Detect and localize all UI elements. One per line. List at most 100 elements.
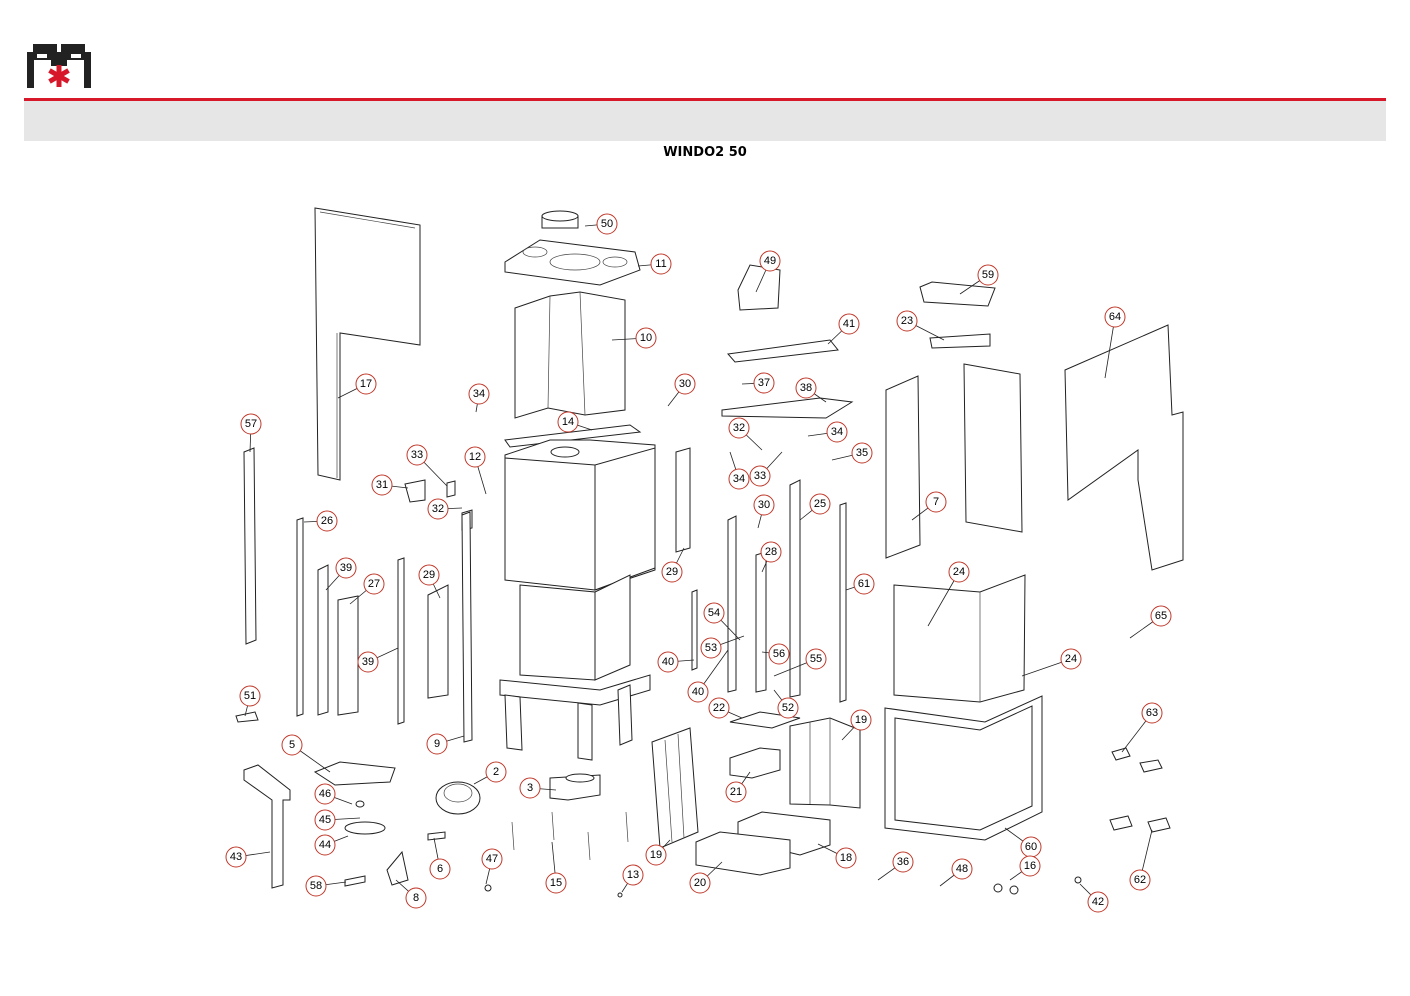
- callout-label: 5: [289, 739, 295, 751]
- callout-label: 30: [758, 499, 770, 511]
- callout-label: 26: [321, 515, 333, 527]
- callout-label: 29: [423, 569, 435, 581]
- callout-36: 36: [877, 851, 914, 881]
- callout-label: 2: [493, 766, 499, 778]
- callout-56: 56: [761, 643, 790, 665]
- callout-label: 19: [650, 849, 662, 861]
- callout-circle: [753, 494, 775, 516]
- callout-circle: [809, 493, 831, 515]
- callout-49: 49: [755, 250, 781, 293]
- callout-label: 62: [1134, 874, 1146, 886]
- callout-circle: [314, 834, 336, 856]
- callout-label: 31: [376, 479, 388, 491]
- callout-circle: [468, 383, 490, 405]
- callout-55: 55: [773, 648, 827, 677]
- callout-39: 39: [325, 557, 357, 591]
- callout-label: 58: [310, 880, 322, 892]
- callout-circle: [851, 442, 873, 464]
- company-logo-icon: [27, 44, 91, 88]
- callout-label: 48: [956, 863, 968, 875]
- callout-circle: [545, 872, 567, 894]
- callout-label: 50: [601, 218, 613, 230]
- callout-11: 11: [637, 253, 672, 275]
- callout-label: 37: [758, 377, 770, 389]
- callout-label: 10: [640, 332, 652, 344]
- callout-38: 38: [795, 377, 827, 403]
- callout-circle: [892, 851, 914, 873]
- callout-label: 16: [1024, 860, 1036, 872]
- callout-circle: [708, 697, 730, 719]
- callout-label: 34: [473, 388, 485, 400]
- callout-23: 23: [896, 310, 945, 341]
- callout-label: 30: [679, 378, 691, 390]
- callout-label: 19: [855, 714, 867, 726]
- callout-label: 23: [901, 315, 913, 327]
- callout-label: 17: [360, 378, 372, 390]
- callout-circle: [418, 564, 440, 586]
- callout-label: 13: [627, 869, 639, 881]
- callout-54: 54: [703, 602, 741, 641]
- callout-circle: [305, 875, 327, 897]
- callout-43: 43: [225, 846, 271, 868]
- callout-circle: [622, 864, 644, 886]
- callout-label: 8: [413, 892, 419, 904]
- callout-circle: [838, 313, 860, 335]
- callout-circle: [795, 377, 817, 399]
- callout-26: 26: [303, 510, 338, 532]
- callout-label: 22: [713, 702, 725, 714]
- callout-label: 44: [319, 839, 331, 851]
- callout-circle: [1150, 605, 1172, 627]
- callout-label: 40: [692, 686, 704, 698]
- callout-label: 32: [733, 422, 745, 434]
- callout-circle: [768, 643, 790, 665]
- callout-30: 30: [667, 373, 696, 407]
- callout-label: 61: [858, 578, 870, 590]
- callout-circle: [753, 372, 775, 394]
- callout-16: 16: [1009, 855, 1041, 881]
- callout-circle: [314, 809, 336, 831]
- callout-circle: [835, 847, 857, 869]
- callout-label: 36: [897, 856, 909, 868]
- callout-circle: [777, 697, 799, 719]
- callout-circle: [464, 446, 486, 468]
- callout-label: 6: [437, 863, 443, 875]
- header-grey-band: [24, 101, 1386, 141]
- callout-label: 56: [773, 648, 785, 660]
- callout-18: 18: [817, 843, 857, 869]
- callout-label: 59: [982, 269, 994, 281]
- callout-circle: [429, 858, 451, 880]
- callout-13: 13: [621, 864, 644, 893]
- callout-circle: [596, 213, 618, 235]
- callout-circle: [485, 761, 507, 783]
- callout-label: 42: [1092, 896, 1104, 908]
- callout-35: 35: [831, 442, 873, 464]
- callout-label: 12: [469, 451, 481, 463]
- callout-circle: [689, 872, 711, 894]
- callout-circle: [728, 468, 750, 490]
- callout-27: 27: [349, 573, 385, 605]
- header-red-rule: [24, 98, 1386, 101]
- callout-57: 57: [240, 413, 262, 453]
- callout-label: 34: [733, 473, 745, 485]
- callout-34: 34: [468, 383, 490, 413]
- callout-label: 52: [782, 702, 794, 714]
- callout-40: 40: [687, 649, 729, 703]
- callout-label: 64: [1109, 311, 1121, 323]
- callout-59: 59: [959, 264, 999, 295]
- callout-circle: [225, 846, 247, 868]
- callout-circle: [239, 685, 261, 707]
- callout-circle: [650, 253, 672, 275]
- callout-label: 40: [662, 656, 674, 668]
- callout-label: 35: [856, 447, 868, 459]
- callout-circle: [700, 637, 722, 659]
- callout-51: 51: [239, 685, 261, 717]
- callout-circle: [1104, 306, 1126, 328]
- callout-circle: [406, 444, 428, 466]
- callout-65: 65: [1129, 605, 1172, 639]
- callout-circle: [355, 373, 377, 395]
- callout-circle: [850, 709, 872, 731]
- callout-circle: [1019, 855, 1041, 877]
- callout-label: 54: [708, 607, 720, 619]
- callout-circle: [896, 310, 918, 332]
